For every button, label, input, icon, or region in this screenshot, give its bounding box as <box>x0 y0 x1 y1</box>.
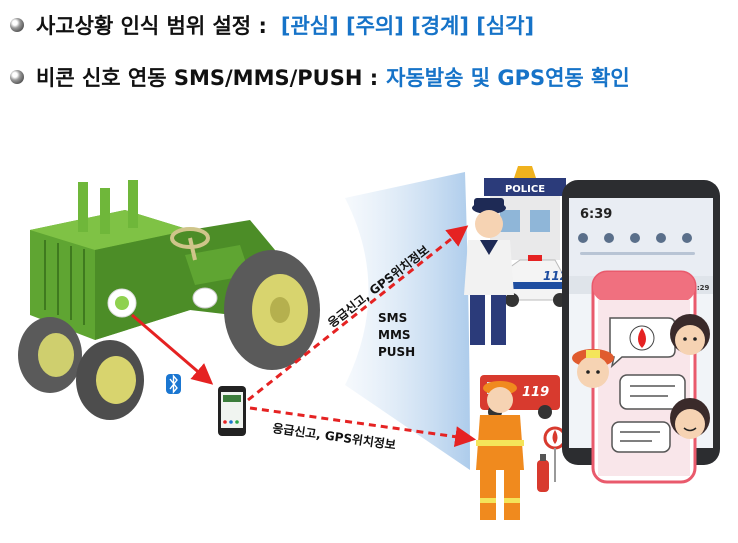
channel-mms: MMS <box>378 328 411 342</box>
bullet-icon <box>10 70 24 84</box>
chat-bubble-fire <box>609 317 676 369</box>
phone-status-time: 6:39 <box>580 207 612 222</box>
header-line-2: 비콘 신호 연동 SMS/MMS/PUSH : 자동발송 및 GPS연동 확인 <box>10 62 630 92</box>
channel-push: PUSH <box>378 345 415 359</box>
police-officer-icon <box>464 198 514 345</box>
beacon-to-phone-arrow <box>131 313 214 385</box>
channel-sms: SMS <box>378 311 407 325</box>
firefighter-icon <box>476 381 524 520</box>
bluetooth-icon <box>166 374 181 394</box>
header-line-1: 사고상황 인식 범위 설정 : [관심] [주의] [경계] [심각] <box>10 10 534 40</box>
chat-bubble-message <box>611 374 686 453</box>
police-sign: POLICE <box>505 184 545 195</box>
phone-clock-small: 6:29 <box>692 284 710 292</box>
alert-levels: [관심] [주의] [경계] [심각] <box>280 14 535 38</box>
lower-arrow-label: 응급신고, GPS위치정보 <box>272 420 397 452</box>
arrow-to-firefighter <box>249 406 477 448</box>
beacon-link-label: 비콘 신호 연동 SMS/MMS/PUSH : <box>36 66 379 90</box>
firefighter-avatar <box>572 349 614 388</box>
smiling-person-avatar <box>670 398 710 439</box>
police-car-number: 112 <box>543 269 568 283</box>
auto-send-text: 자동발송 및 GPS연동 확인 <box>386 66 630 90</box>
fire-warning-sign-icon <box>543 426 567 482</box>
fire-extinguisher-icon <box>537 454 549 492</box>
tractor-icon <box>18 180 320 420</box>
arrow-to-police <box>247 225 469 402</box>
user-phone-icon <box>218 386 246 436</box>
beacon-diagram: 응급신고, GPS위치정보 응급신고, GPS위치정보 SMS MMS PUSH… <box>18 166 720 520</box>
worried-person-avatar <box>670 314 710 355</box>
broadcast-fan <box>345 172 470 470</box>
fire-truck-number: 119 <box>522 385 549 400</box>
bullet-icon <box>10 18 24 32</box>
range-setting-label: 사고상황 인식 범위 설정 : <box>36 14 267 38</box>
